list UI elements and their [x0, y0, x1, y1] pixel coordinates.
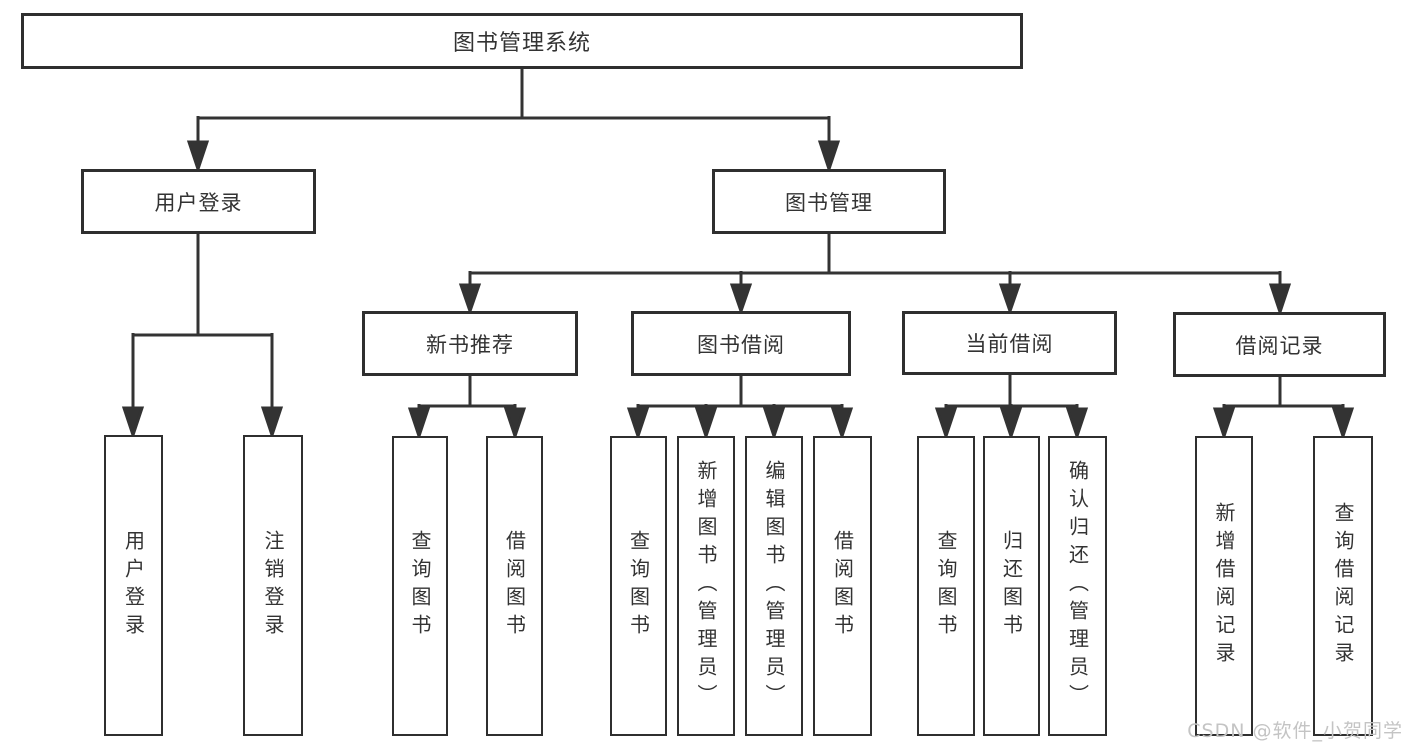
node-leaf-user-login: 用户登录 [104, 435, 163, 736]
connector-root-split [186, 69, 841, 174]
node-leaf-cb-query-books: 查询图书 [917, 436, 975, 736]
node-book-borrow-label: 图书借阅 [697, 332, 785, 357]
node-leaf-br-query-record: 查询借阅记录 [1313, 436, 1373, 736]
connector-new-book-recommend-split [407, 376, 527, 441]
connector-book-management-split [458, 234, 1292, 317]
node-leaf-nb-query-books: 查询图书 [392, 436, 448, 736]
node-current-borrow-label: 当前借阅 [965, 332, 1054, 356]
node-user-login-label: 用户登录 [154, 190, 243, 215]
node-book-management: 图书管理 [712, 169, 946, 234]
connector-user-login-split [121, 234, 284, 440]
node-leaf-logout: 注销登录 [243, 435, 303, 736]
node-book-borrow: 图书借阅 [631, 311, 851, 376]
connector-borrow-records-split [1212, 377, 1355, 441]
node-leaf-bb-add-books-admin-label: 新增图书（管理员） [694, 460, 718, 712]
node-borrow-records-label: 借阅记录 [1235, 333, 1324, 358]
node-leaf-bb-edit-books-admin-label: 编辑图书（管理员） [762, 460, 786, 712]
node-leaf-nb-query-books-label: 查询图书 [408, 530, 432, 642]
node-leaf-br-add-record: 新增借阅记录 [1195, 436, 1253, 736]
node-leaf-cb-query-books-label: 查询图书 [934, 530, 958, 642]
connector-book-borrow-split [626, 376, 854, 441]
node-book-management-label: 图书管理 [785, 190, 873, 215]
node-leaf-nb-borrow-books: 借阅图书 [486, 436, 543, 736]
node-user-login: 用户登录 [81, 169, 316, 234]
node-leaf-bb-borrow-books: 借阅图书 [813, 436, 872, 736]
node-leaf-br-query-record-label: 查询借阅记录 [1331, 502, 1355, 670]
node-leaf-bb-query-books: 查询图书 [610, 436, 667, 736]
node-leaf-user-login-label: 用户登录 [121, 529, 146, 642]
node-leaf-bb-edit-books-admin: 编辑图书（管理员） [745, 436, 803, 736]
node-borrow-records: 借阅记录 [1173, 312, 1386, 377]
node-leaf-cb-confirm-return-admin: 确认归还（管理员） [1048, 436, 1107, 736]
node-leaf-bb-add-books-admin: 新增图书（管理员） [677, 436, 735, 736]
node-leaf-cb-return-books-label: 归还图书 [999, 530, 1024, 642]
node-root: 图书管理系统 [21, 13, 1023, 69]
node-leaf-nb-borrow-books-label: 借阅图书 [502, 530, 527, 642]
node-leaf-cb-confirm-return-admin-label: 确认归还（管理员） [1065, 460, 1090, 712]
node-leaf-logout-label: 注销登录 [261, 529, 285, 642]
node-current-borrow: 当前借阅 [902, 311, 1117, 375]
node-root-label: 图书管理系统 [452, 31, 591, 56]
node-new-book-recommend: 新书推荐 [362, 311, 578, 376]
node-leaf-br-add-record-label: 新增借阅记录 [1212, 502, 1236, 670]
node-leaf-cb-return-books: 归还图书 [983, 436, 1040, 736]
node-leaf-bb-query-books-label: 查询图书 [626, 530, 651, 642]
node-leaf-bb-borrow-books-label: 借阅图书 [830, 530, 855, 642]
connector-current-borrow-split [934, 375, 1089, 441]
node-new-book-recommend-label: 新书推荐 [426, 332, 514, 357]
